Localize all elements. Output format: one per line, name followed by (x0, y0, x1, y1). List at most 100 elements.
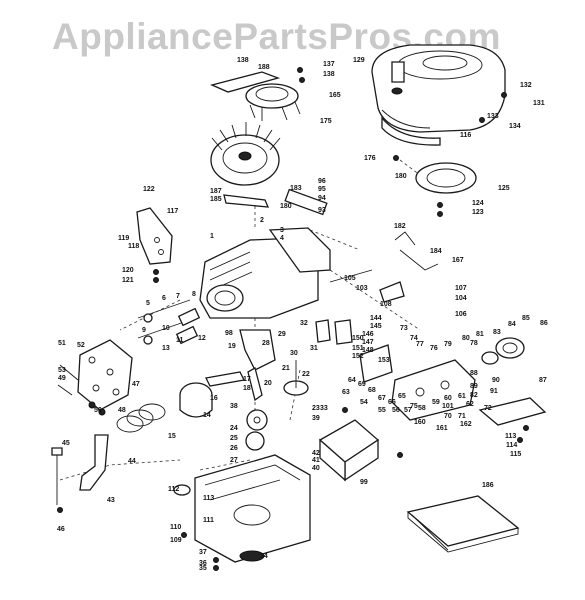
part-number-104: 104 (455, 295, 467, 302)
hardware-fasteners (57, 67, 529, 571)
part-number-17: 17 (243, 376, 251, 383)
part-number-27: 27 (230, 457, 238, 464)
part-number-25: 25 (230, 435, 238, 442)
part-number-72: 72 (484, 405, 492, 412)
carburetor-assembly (315, 319, 547, 426)
part-number-75: 75 (410, 403, 418, 410)
part-number-10: 10 (162, 325, 170, 332)
part-number-24: 24 (230, 425, 238, 432)
part-number-14: 14 (203, 412, 211, 419)
flywheel (210, 122, 281, 208)
part-number-150: 150 (352, 335, 364, 342)
part-number-144: 144 (370, 315, 382, 322)
part-number-125: 125 (498, 185, 510, 192)
part-number-145: 145 (370, 323, 382, 330)
part-number-93: 93 (318, 207, 326, 214)
cylinder-head (57, 339, 133, 416)
part-number-67: 67 (378, 395, 386, 402)
part-number-58: 58 (418, 405, 426, 412)
part-number-95: 95 (318, 186, 326, 193)
part-number-101: 101 (442, 403, 454, 410)
part-number-50: 50 (94, 407, 102, 414)
part-number-49: 49 (58, 375, 66, 382)
crankcase-base (173, 431, 311, 563)
part-number-13: 13 (162, 345, 170, 352)
part-number-22: 22 (302, 371, 310, 378)
part-number-184: 184 (430, 248, 442, 255)
part-number-94: 94 (318, 195, 326, 202)
part-number-131: 131 (533, 100, 545, 107)
starter-assembly (210, 71, 301, 121)
part-number-65: 65 (398, 393, 406, 400)
part-number-165: 165 (329, 92, 341, 99)
muffler (318, 419, 380, 482)
part-number-57: 57 (404, 407, 412, 414)
part-number-61: 61 (458, 393, 466, 400)
gasket-ring (415, 162, 477, 194)
part-number-120: 120 (122, 267, 134, 274)
part-number-151: 151 (352, 345, 364, 352)
part-number-111: 111 (203, 517, 214, 524)
part-number-56: 56 (392, 407, 400, 414)
part-number-2: 2 (260, 217, 264, 224)
part-number-59: 59 (432, 399, 440, 406)
part-number-37: 37 (199, 549, 207, 556)
part-number-18: 18 (243, 385, 251, 392)
part-number-69: 69 (358, 381, 366, 388)
part-number-33: 33 (320, 405, 328, 412)
part-number-39: 39 (312, 415, 320, 422)
part-number-5: 5 (146, 300, 150, 307)
mounting-bracket (136, 207, 173, 265)
part-number-79: 79 (444, 341, 452, 348)
part-number-180: 180 (395, 173, 407, 180)
part-number-162: 162 (460, 421, 472, 428)
part-number-138: 138 (237, 57, 249, 64)
part-number-31: 31 (310, 345, 318, 352)
part-number-80: 80 (462, 335, 470, 342)
part-number-55: 55 (378, 407, 386, 414)
part-number-68: 68 (368, 387, 376, 394)
part-number-90: 90 (492, 377, 500, 384)
part-number-175: 175 (320, 118, 332, 125)
owners-manual (406, 495, 520, 553)
cylinder-block (199, 188, 331, 319)
part-number-109: 109 (170, 537, 182, 544)
part-number-124: 124 (472, 200, 484, 207)
oil-fill-tube (51, 434, 109, 505)
part-number-84: 84 (508, 321, 516, 328)
part-number-32: 32 (300, 320, 308, 327)
part-number-118: 118 (128, 243, 139, 250)
part-number-28: 28 (262, 340, 270, 347)
part-number-91: 91 (490, 388, 498, 395)
part-number-161: 161 (436, 425, 448, 432)
part-number-71: 71 (458, 413, 466, 420)
part-number-129: 129 (353, 57, 365, 64)
part-number-29: 29 (278, 331, 286, 338)
part-number-54: 54 (360, 399, 368, 406)
part-number-52: 52 (77, 342, 85, 349)
part-number-137: 137 (323, 61, 335, 68)
part-number-147: 147 (362, 339, 374, 346)
part-number-134: 134 (509, 123, 521, 130)
part-number-188: 188 (258, 64, 270, 71)
part-number-20: 20 (264, 380, 272, 387)
part-number-167: 167 (452, 257, 464, 264)
part-number-96: 96 (318, 178, 326, 185)
part-number-107: 107 (455, 285, 467, 292)
part-number-106: 106 (455, 311, 467, 318)
part-number-16: 16 (210, 395, 218, 402)
part-number-23: 23 (312, 405, 320, 412)
part-number-60: 60 (444, 395, 452, 402)
part-number-11: 11 (176, 337, 184, 344)
part-number-121: 121 (122, 277, 134, 284)
part-number-81: 81 (476, 331, 484, 338)
piston-rings (116, 371, 245, 433)
part-number-88: 88 (470, 370, 478, 377)
governor-linkage (329, 231, 439, 303)
part-number-63: 63 (342, 389, 350, 396)
part-number-9: 9 (142, 327, 146, 334)
part-number-99: 99 (360, 479, 368, 486)
part-number-12: 12 (198, 335, 206, 342)
part-number-152: 152 (352, 353, 364, 360)
part-number-74: 74 (410, 335, 418, 342)
